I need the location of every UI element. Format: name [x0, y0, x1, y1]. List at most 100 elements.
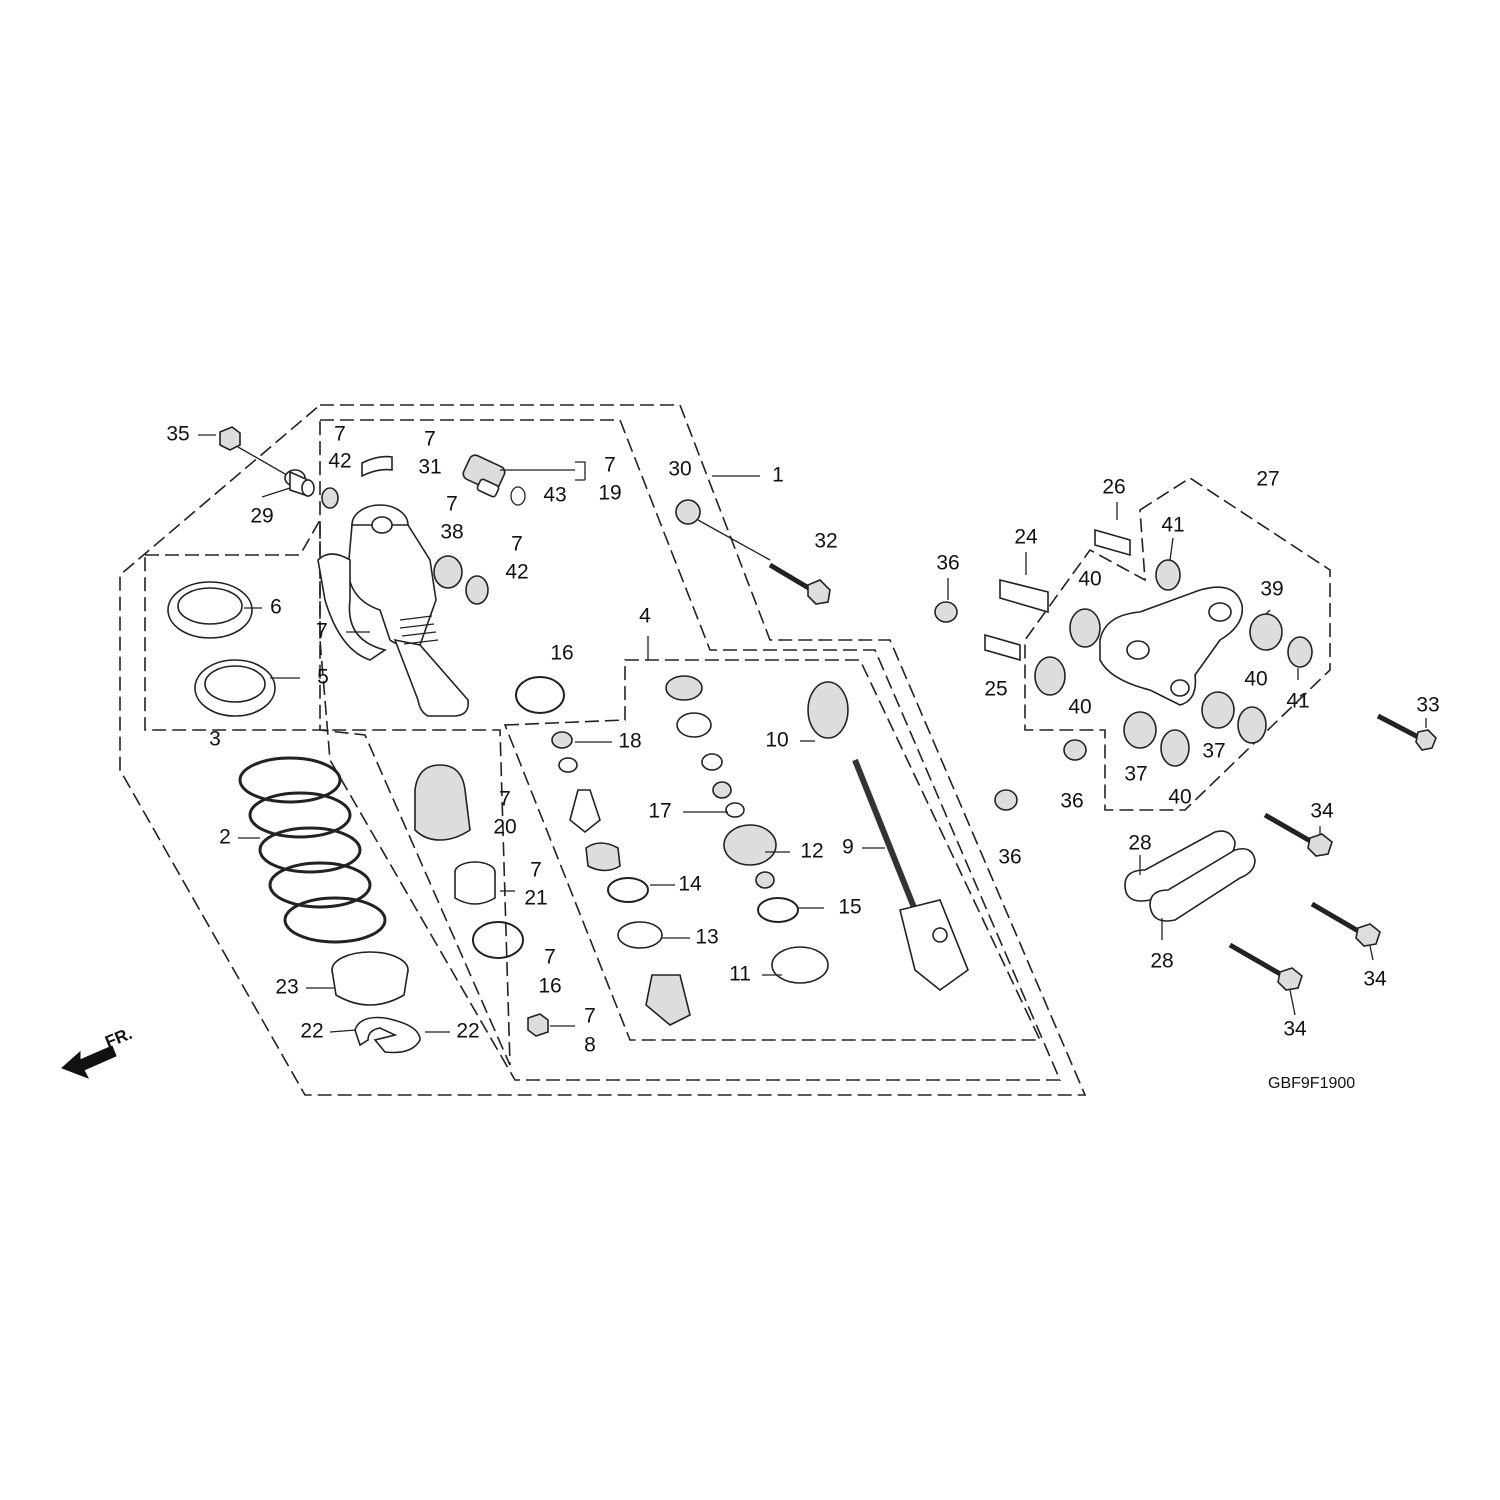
callout-19: 19: [598, 482, 621, 505]
seal-40c-icon: [1237, 706, 1267, 744]
collar-24-icon: [999, 578, 1049, 614]
callout-22b: 22: [456, 1020, 479, 1043]
clip-31-icon: [361, 455, 393, 478]
callout-41a: 41: [1161, 514, 1184, 537]
callout-14: 14: [678, 873, 702, 896]
callout-5: 5: [317, 666, 329, 689]
leader-lines: [198, 434, 1427, 1033]
callout-17: 17: [648, 800, 671, 823]
assembly-4-boundary: [503, 659, 1042, 1041]
bolt-34b-icon: [1310, 901, 1381, 947]
callout-33: 33: [1416, 694, 1439, 717]
callout-20: 20: [493, 816, 516, 839]
callout-36a: 36: [936, 552, 959, 575]
callout-7i: 7: [544, 946, 556, 969]
callout-3: 3: [209, 728, 221, 751]
assembly-1-boundary: [119, 404, 1087, 1096]
cushion-arm-27-icon: [1099, 586, 1244, 706]
collar-25-icon: [984, 633, 1021, 662]
callout-16a: 16: [550, 642, 573, 665]
callout-31: 31: [418, 456, 441, 479]
callout-10: 10: [765, 729, 788, 752]
callout-37a: 37: [1202, 740, 1225, 763]
damper-parts-4-icon: [551, 675, 849, 1026]
direction-label: FR.: [102, 1024, 135, 1052]
stopper-23-icon: [331, 951, 409, 1006]
collar-29-icon: [284, 469, 315, 498]
clip-22-icon: [354, 1016, 421, 1054]
callout-7e: 7: [511, 533, 523, 556]
callout-1: 1: [772, 464, 784, 487]
callout-37b: 37: [1124, 763, 1147, 786]
seal-40d-icon: [1160, 729, 1190, 767]
callout-26: 26: [1102, 476, 1125, 499]
nut-35-icon: [219, 426, 293, 479]
shock-body-7-icon: [317, 504, 470, 717]
group-boundaries: [119, 404, 1331, 1096]
callout-38: 38: [440, 521, 463, 544]
bolt-34a-icon: [1263, 812, 1333, 857]
valve-8-icon: [527, 1013, 549, 1037]
callout-7h: 7: [530, 859, 542, 882]
lock-nut-6-icon: [167, 581, 253, 639]
callout-34b: 34: [1363, 968, 1387, 991]
callout-15: 15: [838, 896, 861, 919]
callout-4: 4: [639, 605, 651, 628]
callout-40c: 40: [1068, 696, 1091, 719]
callout-25: 25: [984, 678, 1007, 701]
callout-23: 23: [275, 976, 298, 999]
bushing-30-icon: [675, 499, 771, 561]
circlip-16a-icon: [515, 676, 565, 714]
callout-6: 6: [270, 596, 282, 619]
seal-42-icon: [321, 487, 339, 509]
callout-labels: 35 29 7 42 7 31 7 19 4 3 7 38 7 42 30 1 3…: [166, 423, 1439, 1057]
callout-28b: 28: [1150, 950, 1173, 973]
nut-36c-icon: [994, 789, 1018, 811]
nut-36b-icon: [1063, 739, 1087, 761]
seal-42b-icon: [465, 575, 489, 605]
collar-26-icon: [1094, 528, 1131, 557]
bolt-32-icon: [768, 562, 831, 605]
callout-7f: 7: [316, 620, 328, 643]
callout-34a: 34: [1310, 800, 1334, 823]
lock-nut-5-icon: [194, 659, 276, 717]
callout-7j: 7: [584, 1005, 596, 1028]
callout-42a: 42: [328, 450, 351, 473]
callout-7c: 7: [604, 454, 616, 477]
circlip-16b-icon: [472, 921, 524, 959]
callout-42b: 42: [505, 561, 528, 584]
spring-2-icon: [238, 756, 387, 944]
callout-13: 13: [695, 926, 718, 949]
callout-21: 21: [524, 887, 547, 910]
callout-27: 27: [1256, 468, 1279, 491]
callout-36c: 36: [998, 846, 1021, 869]
callout-41b: 41: [1286, 690, 1309, 713]
callout-36b: 36: [1060, 790, 1083, 813]
callout-40d: 40: [1168, 786, 1191, 809]
bearing-37b-icon: [1201, 691, 1235, 729]
callout-7a: 7: [334, 423, 346, 446]
link-28-icon: [1124, 830, 1256, 922]
callout-35: 35: [166, 423, 189, 446]
adjuster-19-icon: [462, 454, 506, 498]
callout-29: 29: [250, 505, 273, 528]
callout-7g: 7: [499, 788, 511, 811]
damper-rod-9-icon: [852, 758, 969, 992]
bearing-37a-icon: [1123, 711, 1157, 749]
assembly-3-boundary: [144, 516, 511, 1066]
assembly-7-boundary: [319, 419, 1062, 1081]
callout-18: 18: [618, 730, 641, 753]
bladder-20-icon: [414, 764, 471, 841]
seal-40b-icon: [1034, 656, 1066, 696]
seal-40a-icon: [1069, 608, 1101, 648]
callout-16b: 16: [538, 975, 561, 998]
arm-assembly-27-boundary: [1024, 477, 1331, 811]
callout-8: 8: [584, 1034, 596, 1057]
callout-28a: 28: [1128, 832, 1151, 855]
callout-12: 12: [800, 840, 823, 863]
callout-30: 30: [668, 458, 691, 481]
front-direction-arrow: FR.: [61, 1024, 135, 1079]
arrow-left-icon: [61, 1045, 117, 1079]
callout-40b: 40: [1244, 668, 1267, 691]
bolt-34c-icon: [1228, 942, 1303, 991]
